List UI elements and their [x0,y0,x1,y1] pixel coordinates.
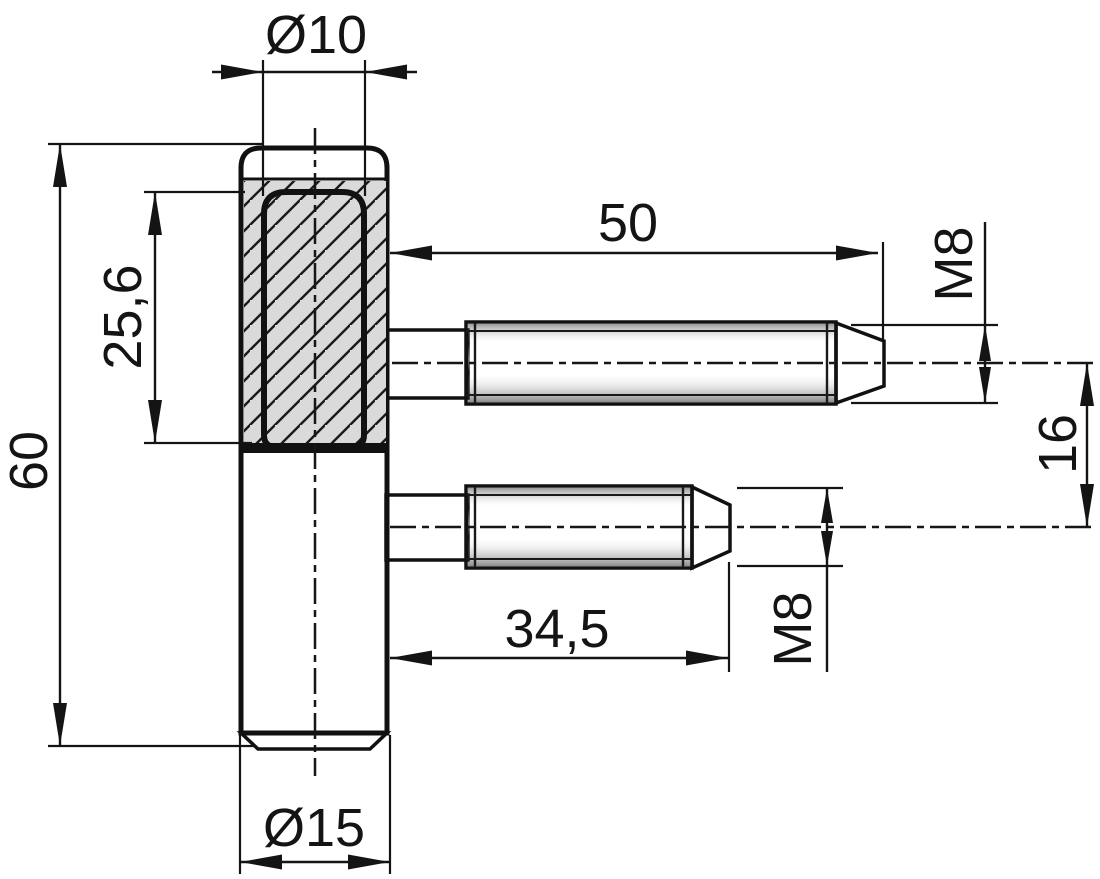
dimension-stud-centre-distance: 16 [1028,363,1094,527]
dimensions: Ø10 60 25,6 50 [0,5,1094,874]
arrow-right [348,854,390,870]
centerlines [313,128,1093,776]
body-silhouette [238,145,390,736]
upper-stud-cone-tip [834,320,886,406]
arrow-down [148,400,162,443]
arrow-up [821,488,833,523]
dimension-upper-stud-length: 50 [390,193,885,339]
dim-label-pin-depth: 25,6 [93,264,153,369]
arrow-right [836,245,878,261]
arrow-right [221,64,263,80]
arrow-left [390,650,432,666]
arrow-down [979,367,991,403]
dim-label-upper-stud-length: 50 [598,193,658,253]
body-bottom-chamfer [236,731,392,751]
dim-label-pin-diameter: Ø10 [265,5,367,65]
dim-label-body-diameter: Ø15 [263,798,365,858]
dimension-lower-stud-thread: M8 [737,486,843,672]
arrow-up [53,144,67,187]
dim-label-overall-length: 60 [0,431,59,491]
dimension-pin-diameter: Ø10 [212,5,417,196]
arrow-up [979,325,991,361]
dim-label-lower-stud-length: 34,5 [504,599,609,659]
arrow-down [53,703,67,746]
arrow-right [686,650,728,666]
arrow-left [390,245,432,261]
dimension-overall-length: 60 [0,142,262,748]
dimension-body-diameter: Ø15 [238,735,392,874]
arrow-left [365,64,407,80]
lower-stud-cone-tip [690,484,732,571]
dim-label-lower-stud-thread: M8 [763,591,823,666]
dim-label-upper-stud-thread: M8 [924,226,984,301]
arrow-down [1080,484,1094,527]
arrow-left [240,854,282,870]
dimension-lower-stud-length: 34,5 [390,562,731,672]
dimension-pin-depth: 25,6 [93,190,252,445]
arrow-up [1080,363,1094,406]
dim-label-stud-centre-distance: 16 [1028,414,1088,474]
hinge-part [236,128,1093,776]
arrow-up [148,192,162,235]
dimension-upper-stud-thread: M8 [851,222,998,405]
arrow-down [821,531,833,566]
